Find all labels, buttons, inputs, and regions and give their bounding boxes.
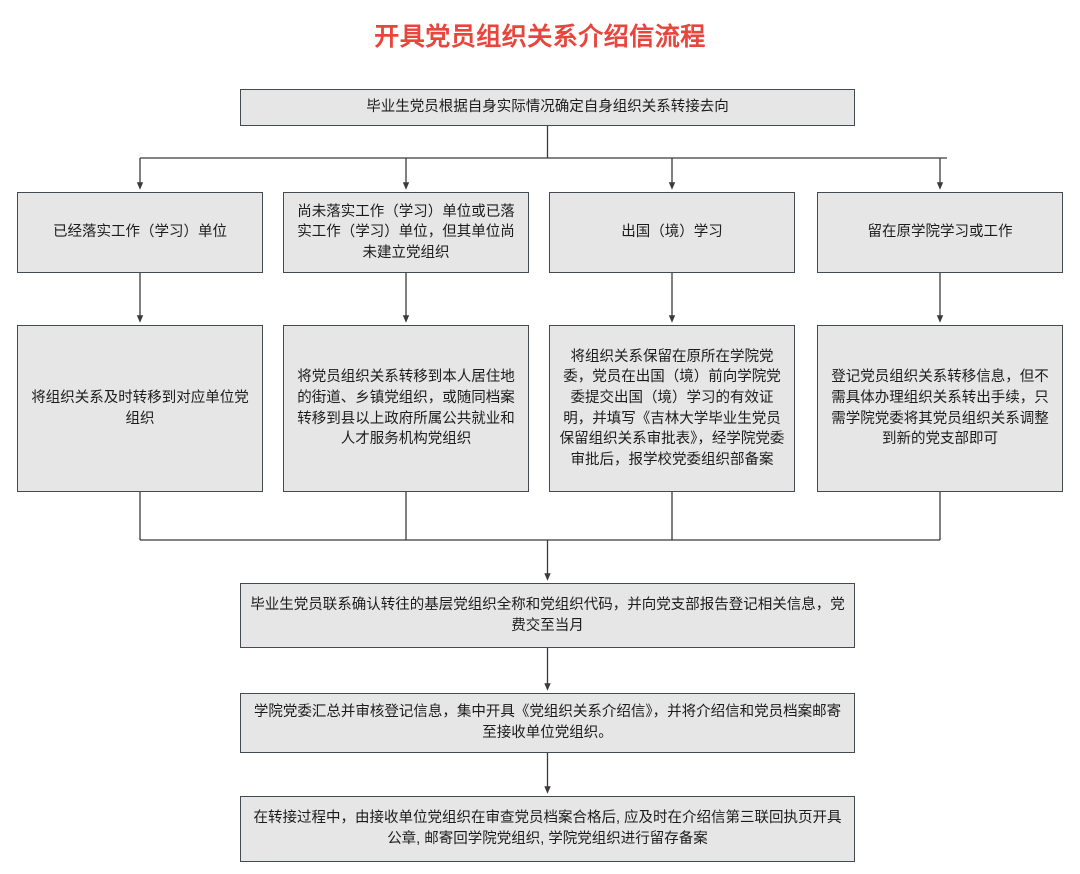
node-action-retain-relationship-label: 将组织关系保留在原所在学院党委，党员在出国（境）前向学院党委提交出国（境）学习的… xyxy=(559,348,785,468)
node-step-confirm-org-label: 毕业生党员联系确认转往的基层党组织全称和党组织代码，并向党支部报告登记相关信息，… xyxy=(250,596,845,634)
node-choice-no-party-org[interactable]: 尚未落实工作（学习）单位或已落实工作（学习）单位，但其单位尚未建立党组织 xyxy=(283,192,529,273)
node-start[interactable]: 毕业生党员根据自身实际情况确定自身组织关系转接去向 xyxy=(240,89,855,126)
node-step-issue-letter[interactable]: 学院党委汇总并审核登记信息，集中开具《党组织关系介绍信》，并将介绍信和党员档案邮… xyxy=(240,693,855,753)
node-step-return-receipt-label: 在转接过程中，由接收单位党组织在审查党员档案合格后, 应及时在介绍信第三联回执页… xyxy=(253,810,842,847)
node-choice-stay-college[interactable]: 留在原学院学习或工作 xyxy=(817,192,1063,273)
node-action-transfer-to-unit-label: 将组织关系及时转移到对应单位党组织 xyxy=(31,389,249,427)
node-choice-study-abroad-label: 出国（境）学习 xyxy=(621,224,723,241)
node-action-retain-relationship[interactable]: 将组织关系保留在原所在学院党委，党员在出国（境）前向学院党委提交出国（境）学习的… xyxy=(549,325,795,492)
node-step-issue-letter-label: 学院党委汇总并审核登记信息，集中开具《党组织关系介绍信》，并将介绍信和党员档案邮… xyxy=(253,704,842,741)
node-choice-employed[interactable]: 已经落实工作（学习）单位 xyxy=(17,192,263,273)
node-choice-employed-label: 已经落实工作（学习）单位 xyxy=(53,224,227,241)
node-action-transfer-to-unit[interactable]: 将组织关系及时转移到对应单位党组织 xyxy=(17,325,263,492)
node-step-confirm-org[interactable]: 毕业生党员联系确认转往的基层党组织全称和党组织代码，并向党支部报告登记相关信息，… xyxy=(240,583,855,648)
node-choice-no-party-org-label: 尚未落实工作（学习）单位或已落实工作（学习）单位，但其单位尚未建立党组织 xyxy=(297,203,515,261)
node-action-register-only[interactable]: 登记党员组织关系转移信息，但不需具体办理组织关系转出手续，只需学院党委将其党员组… xyxy=(817,325,1063,492)
node-action-transfer-to-street[interactable]: 将党员组织关系转移到本人居住地的街道、乡镇党组织，或随同档案转移到县以上政府所属… xyxy=(283,325,529,492)
node-start-label: 毕业生党员根据自身实际情况确定自身组织关系转接去向 xyxy=(366,99,729,116)
node-choice-study-abroad[interactable]: 出国（境）学习 xyxy=(549,192,795,273)
page-title: 开具党员组织关系介绍信流程 xyxy=(374,23,706,51)
node-choice-stay-college-label: 留在原学院学习或工作 xyxy=(867,224,1013,241)
node-step-return-receipt[interactable]: 在转接过程中，由接收单位党组织在审查党员档案合格后, 应及时在介绍信第三联回执页… xyxy=(240,796,855,862)
node-action-register-only-label: 登记党员组织关系转移信息，但不需具体办理组织关系转出手续，只需学院党委将其党员组… xyxy=(831,369,1049,448)
node-action-transfer-to-street-label: 将党员组织关系转移到本人居住地的街道、乡镇党组织，或随同档案转移到县以上政府所属… xyxy=(297,369,515,448)
